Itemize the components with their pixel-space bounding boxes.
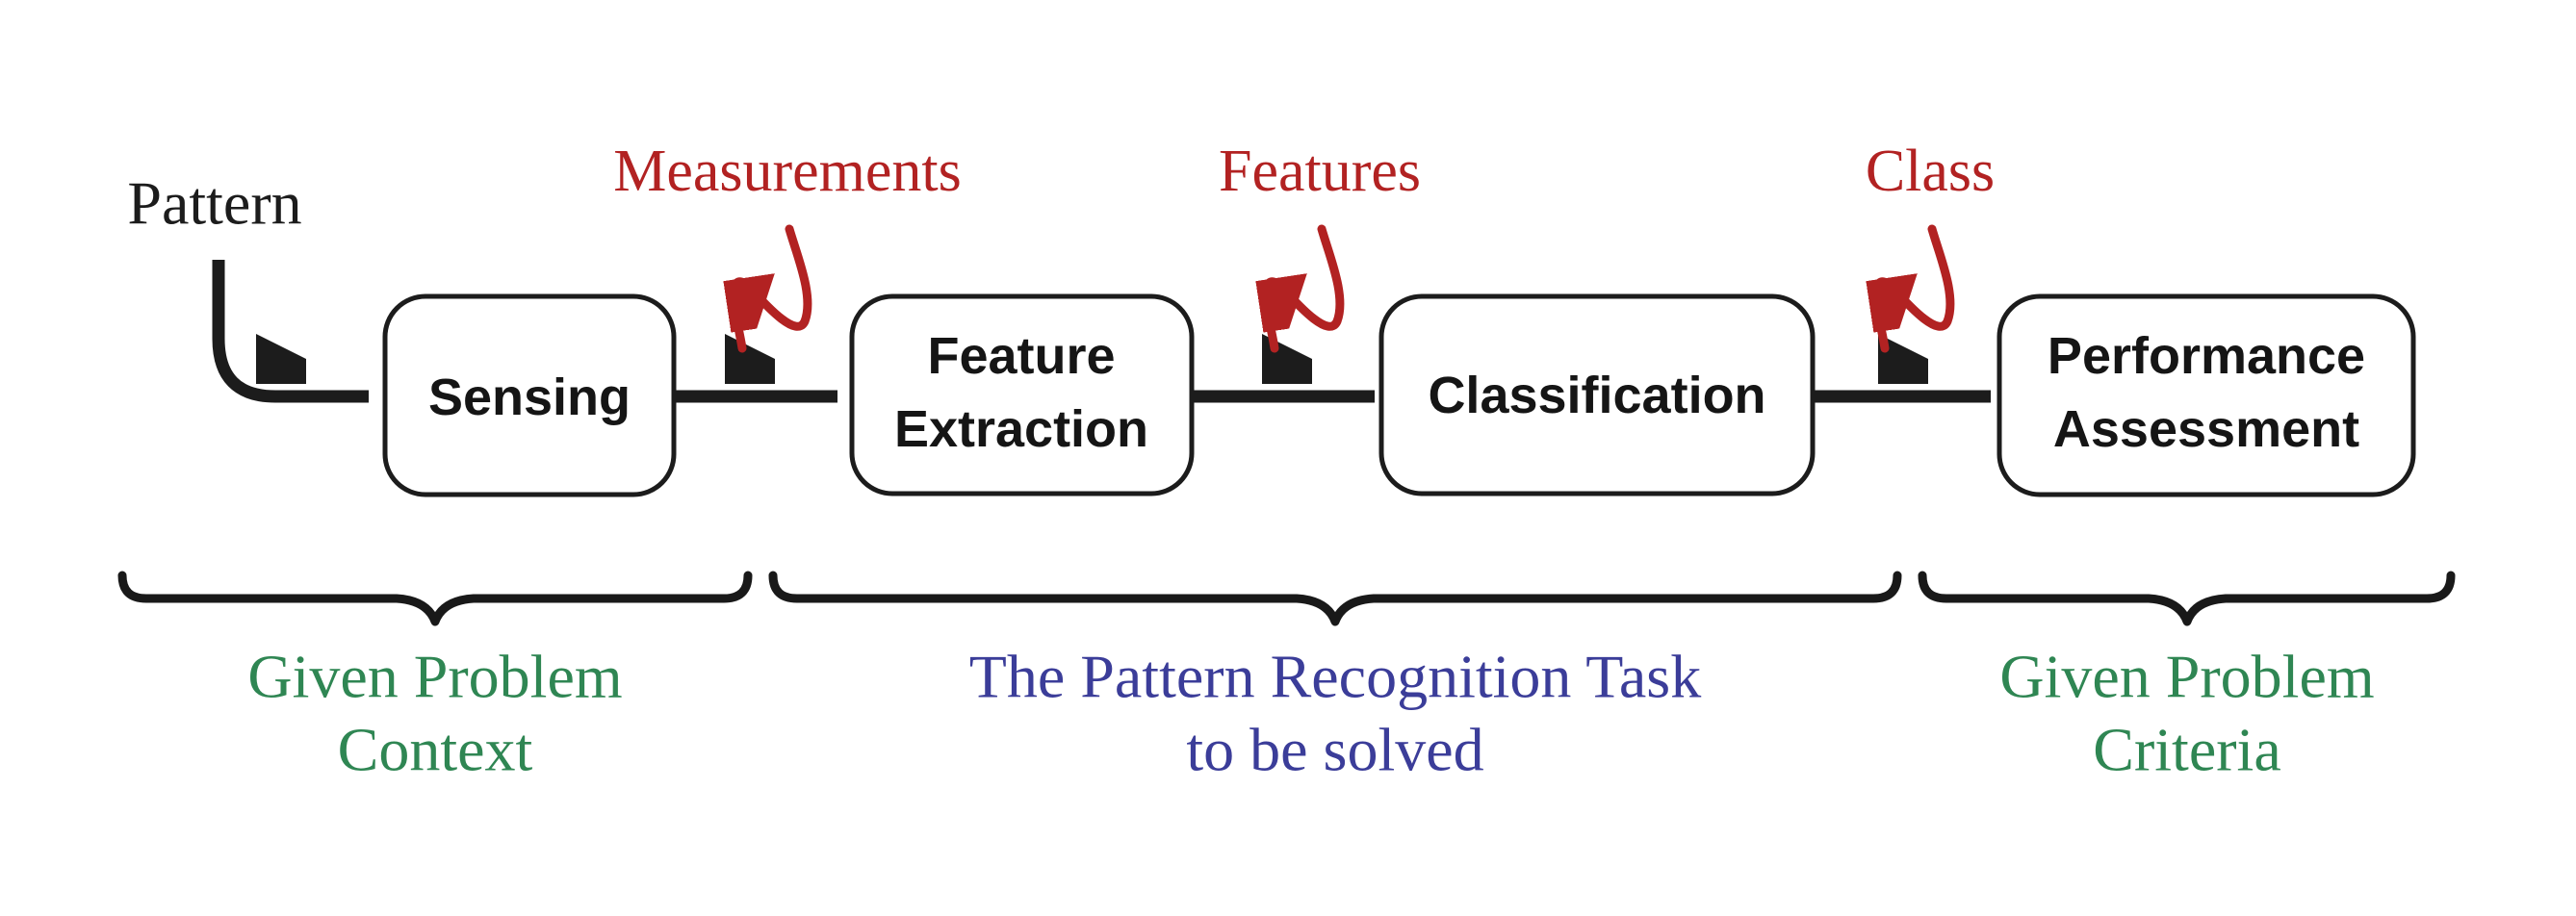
caption-pattern-recognition-task: The Pattern Recognition Task to be solve…	[969, 643, 1701, 784]
feature-extraction-box-label-line2: Extraction	[894, 400, 1148, 458]
stage-feature-extraction: Feature Extraction	[849, 293, 1195, 496]
given-problem-criteria-line1: Given Problem	[1999, 643, 2374, 711]
given-problem-context-line2: Context	[338, 716, 533, 784]
brace-pattern-recognition-task	[768, 571, 1902, 626]
brace-given-problem-context	[117, 571, 753, 626]
features-label: Features	[1219, 139, 1421, 204]
feature-extraction-box	[849, 293, 1195, 496]
feature-extraction-box-label-line1: Feature	[927, 327, 1115, 385]
caption-given-problem-criteria: Given Problem Criteria	[1999, 643, 2374, 784]
performance-assessment-box	[1996, 293, 2416, 497]
arrow-pattern-to-sensing	[212, 260, 369, 403]
pattern-recognition-task-line2: to be solved	[1186, 716, 1483, 784]
class-squiggle-arrow-icon	[1877, 224, 1955, 353]
class-label: Class	[1866, 139, 1995, 204]
stage-performance-assessment: Performance Assessment	[1996, 293, 2416, 497]
performance-assessment-box-label-line1: Performance	[2048, 327, 2365, 385]
stage-classification: Classification	[1378, 293, 1816, 496]
given-problem-criteria-line2: Criteria	[2093, 716, 2280, 784]
stage-sensing: Sensing	[382, 293, 677, 497]
measurements-label: Measurements	[613, 139, 962, 204]
sensing-box-label: Sensing	[428, 369, 631, 426]
pattern-input-label: Pattern	[127, 169, 301, 238]
brace-given-problem-criteria	[1918, 571, 2456, 626]
classification-box-label: Classification	[1428, 367, 1765, 424]
given-problem-context-line1: Given Problem	[247, 643, 622, 711]
caption-given-problem-context: Given Problem Context	[247, 643, 622, 784]
pattern-recognition-task-line1: The Pattern Recognition Task	[969, 643, 1701, 711]
performance-assessment-box-label-line2: Assessment	[2053, 400, 2359, 458]
measurements-squiggle-arrow-icon	[734, 224, 812, 353]
features-squiggle-arrow-icon	[1267, 224, 1345, 353]
